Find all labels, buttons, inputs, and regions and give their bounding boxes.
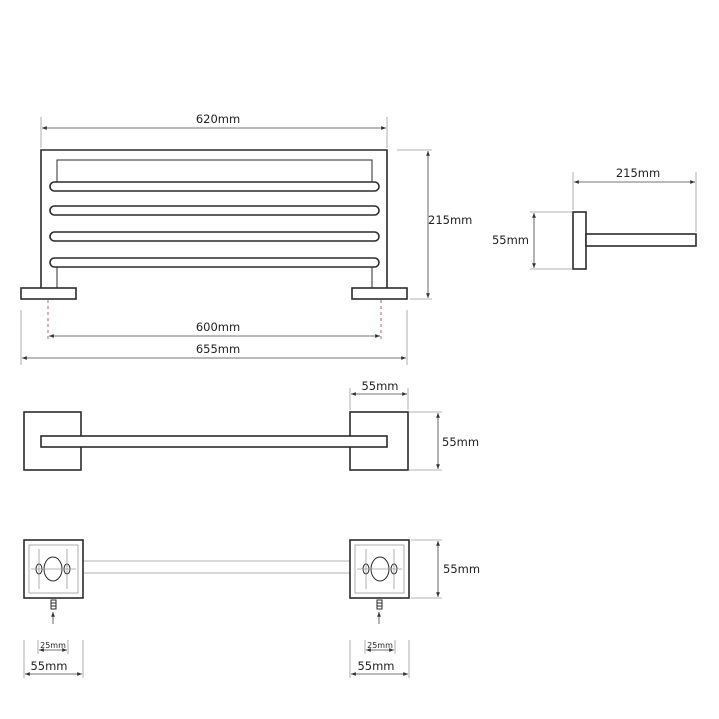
screw-icon-right: [376, 599, 383, 610]
front-view: 620mm 215mm 600mm 655mm: [20, 112, 472, 365]
front-rail-4: [49, 257, 380, 268]
side-view: 215mm 55mm: [492, 166, 697, 270]
front-frame-inner: [56, 159, 373, 185]
top-view: 55mm 55mm: [23, 379, 479, 471]
dim-label-600: 600mm: [196, 320, 240, 334]
dim-label-55-top-depth: 55mm: [442, 435, 479, 449]
front-frame-inner-lower: [56, 265, 373, 290]
front-frame: [40, 149, 388, 290]
side-wall-plate: [572, 211, 587, 270]
dim-label-655: 655mm: [196, 342, 240, 356]
dim-label-55-back-left: 55mm: [30, 659, 67, 673]
dim-label-25-left: 25mm: [40, 641, 66, 650]
dim-label-55-back-height: 55mm: [443, 562, 480, 576]
dim-label-55-top-width: 55mm: [361, 379, 398, 393]
dim-label-55-side: 55mm: [492, 233, 529, 247]
dim-label-55-back-right: 55mm: [357, 659, 394, 673]
front-rail-1: [49, 181, 380, 192]
front-wall-plate-right: [351, 287, 408, 300]
back-view: 55mm 25mm 25mm 55mm 55mm: [23, 539, 480, 678]
dim-label-215-height: 215mm: [428, 213, 472, 227]
top-bar: [40, 435, 388, 448]
front-wall-plate-left: [20, 287, 77, 300]
screw-icon-left: [50, 599, 57, 610]
dim-label-620: 620mm: [196, 112, 240, 126]
dim-label-25-right: 25mm: [367, 641, 393, 650]
side-arm: [585, 233, 697, 247]
front-rail-3: [49, 231, 380, 242]
dim-label-215-depth: 215mm: [616, 166, 660, 180]
back-plate-left: [23, 539, 84, 599]
back-plate-right: [349, 539, 410, 599]
front-rail-2: [49, 205, 380, 216]
